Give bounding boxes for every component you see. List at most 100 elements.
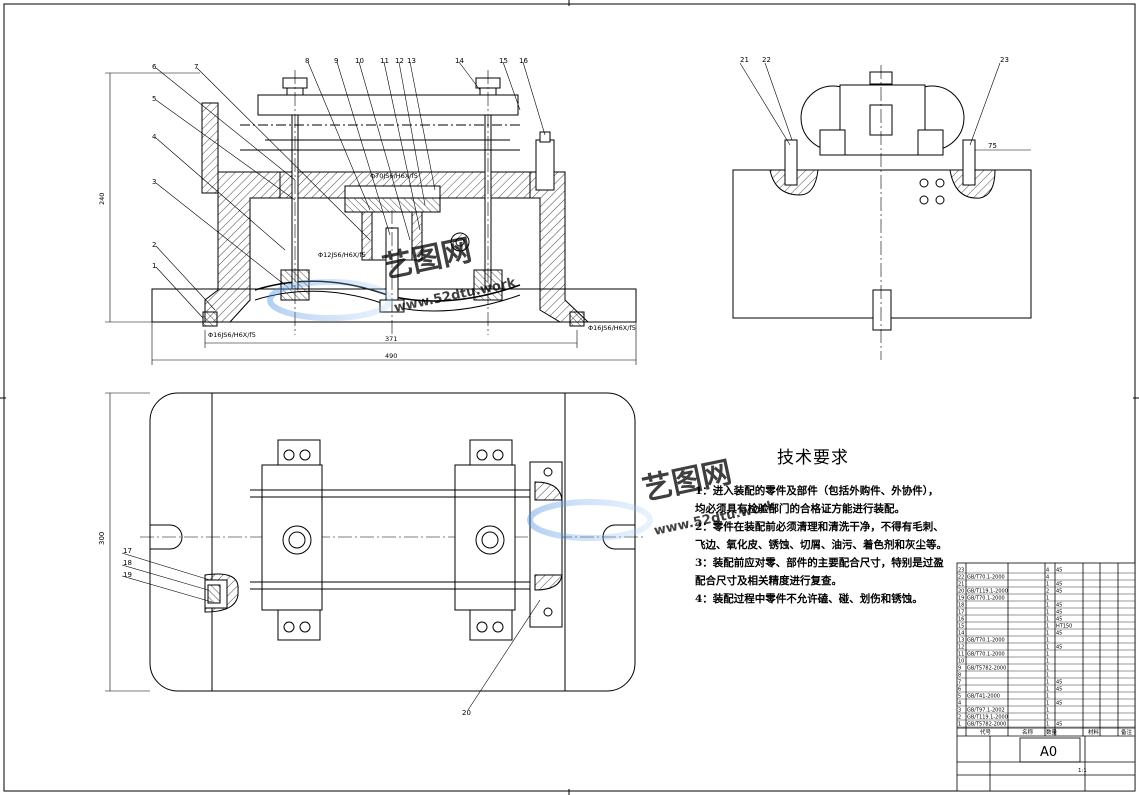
tech-requirement-4: 4：装配过程中零件不允许磕、碰、划伤和锈蚀。 [695, 593, 923, 605]
part-label-2: 2 [152, 241, 156, 249]
part-label-21: 21 [740, 56, 749, 64]
tb-cell-qty: 1 [1046, 680, 1049, 686]
tech-requirements-title: 技术要求 [777, 448, 849, 468]
tb-cell-qty: 1 [1046, 610, 1049, 616]
part-label-14: 14 [455, 57, 464, 65]
tb-cell-no: 3 [958, 708, 961, 714]
part-label-19: 19 [123, 571, 132, 579]
dim-height-300: 300 [98, 532, 106, 545]
part-label-22: 22 [762, 56, 771, 64]
scale: 1:1 [1078, 768, 1087, 774]
tb-cell-qty: 1 [1046, 624, 1049, 630]
tb-cell-no: 7 [958, 680, 961, 686]
part-label-12: 12 [395, 57, 404, 65]
tb-cell-qty: 1 [1046, 673, 1049, 679]
fit-upper: Φ70JS6/H6X/f5 [370, 172, 418, 180]
tech-requirement-3: 3：装配前应对零、部件的主要配合尺寸，特别是过盈配合尺寸及相关精度进行复查。 [695, 557, 944, 587]
top-part-labels: 17 18 19 20 300 [98, 532, 471, 717]
part-label-15: 15 [499, 57, 508, 65]
tb-cell-no: 8 [958, 673, 961, 679]
tb-cell-no: 4 [958, 701, 961, 707]
part-label-3: 3 [152, 178, 156, 186]
tb-cell-material: 45 [1056, 722, 1062, 728]
tb-cell-qty: 4 [1046, 575, 1049, 581]
tb-cell-code: GB/T70.1-2000 [967, 652, 1005, 658]
tb-cell-code: GB/T70.1-2000 [967, 596, 1005, 602]
tb-cell-no: 15 [958, 624, 964, 630]
dim-width-490: 490 [385, 352, 397, 360]
part-label-6: 6 [152, 63, 157, 71]
tb-cell-qty: 1 [1046, 666, 1049, 672]
tb-cell-material: 45 [1056, 701, 1062, 707]
tb-cell-no: 23 [958, 568, 964, 574]
part-label-4: 4 [152, 133, 157, 141]
tb-cell-code: GB/T119.1-2000 [967, 589, 1008, 595]
tb-cell-no: 20 [958, 589, 964, 595]
tb-cell-no: 12 [958, 645, 964, 651]
tb-cell-material: 45 [1056, 603, 1062, 609]
tb-cell-material: 45 [1056, 589, 1062, 595]
dim-side-75: 75 [988, 142, 997, 150]
tech-requirement-1: 1：进入装配的零件及部件（包括外购件、外协件），均必须具有检验部门的合格证方能进… [695, 485, 939, 515]
technical-requirements: 技术要求 1：进入装配的零件及部件（包括外购件、外协件），均必须具有检验部门的合… [695, 443, 947, 608]
tb-header-qty: 数量 [1046, 728, 1058, 736]
tb-cell-material: 45 [1056, 680, 1062, 686]
dim-height-240: 240 [98, 193, 106, 205]
tb-cell-qty: 1 [1046, 694, 1049, 700]
sheet-size: A0 [1040, 745, 1057, 760]
tb-cell-qty: 1 [1046, 638, 1049, 644]
front-section-view [105, 61, 637, 365]
tb-cell-material: 45 [1056, 687, 1062, 693]
tb-cell-code: GB/T97.1-2002 [967, 708, 1005, 714]
part-label-20: 20 [462, 709, 471, 717]
tb-cell-qty: 1 [1046, 687, 1049, 693]
tb-cell-qty: 1 [1046, 617, 1049, 623]
part-label-8: 8 [305, 57, 309, 65]
part-label-5: 5 [152, 95, 156, 103]
front-part-labels: 1 2 3 4 5 6 7 8 9 10 11 12 13 14 15 16 [152, 57, 528, 270]
tb-cell-no: 22 [958, 575, 964, 581]
top-view [105, 392, 645, 711]
fit-left: Φ16JS6/H6X/f5 [208, 331, 256, 339]
tb-cell-code: GB/T5782-2000 [967, 722, 1006, 728]
tb-cell-qty: 2 [1046, 589, 1049, 595]
tb-cell-qty: 1 [1046, 708, 1049, 714]
part-label-10: 10 [355, 57, 364, 65]
tb-cell-qty: 1 [1046, 645, 1049, 651]
part-label-18: 18 [123, 559, 132, 567]
tb-cell-no: 19 [958, 596, 964, 602]
fit-center: Φ12JS6/H6X/f5 [318, 251, 366, 259]
tb-cell-qty: 1 [1046, 652, 1049, 658]
tb-cell-no: 6 [958, 687, 961, 693]
tb-cell-code: GB/T119.1-2000 [967, 715, 1008, 721]
fit-right: Φ16JS6/H6X/f5 [588, 324, 636, 332]
side-part-labels: 21 22 23 75 [740, 56, 1009, 150]
tb-cell-qty: 1 [1046, 659, 1049, 665]
tb-cell-material: 45 [1056, 568, 1062, 574]
tb-cell-no: 18 [958, 603, 964, 609]
tb-cell-code: GB/T5782-2000 [967, 666, 1006, 672]
tb-cell-qty: 1 [1046, 631, 1049, 637]
front-dimensions: 240 371 490 Φ16JS6/H6X/f5 Φ16JS6/H6X/f5 … [98, 172, 636, 360]
part-label-16: 16 [519, 57, 528, 65]
tb-cell-material: HT150 [1056, 624, 1072, 630]
tb-cell-qty: 1 [1046, 722, 1049, 728]
tb-cell-code: GB/T70.1-2000 [967, 575, 1005, 581]
side-view [732, 62, 1032, 360]
tech-requirement-2: 2：零件在装配前必须清理和清洗干净，不得有毛刺、飞边、氧化皮、锈蚀、切屑、油污、… [695, 521, 947, 551]
part-label-13: 13 [407, 57, 416, 65]
part-label-11: 11 [380, 57, 389, 65]
tb-cell-qty: 1 [1046, 596, 1049, 602]
tb-cell-no: 9 [958, 666, 961, 672]
tb-cell-qty: 1 [1046, 701, 1049, 707]
tb-header-material: 材料 [1088, 728, 1100, 736]
tb-cell-no: 1 [958, 722, 961, 728]
tb-header-code: 代号 [980, 728, 992, 736]
tb-cell-no: 5 [958, 694, 961, 700]
tb-cell-material: 45 [1056, 631, 1062, 637]
tb-cell-code: GB/T70.1-2000 [967, 638, 1005, 644]
tb-cell-no: 10 [958, 659, 964, 665]
tb-cell-material: 45 [1056, 617, 1062, 623]
tb-cell-no: 21 [958, 582, 964, 588]
